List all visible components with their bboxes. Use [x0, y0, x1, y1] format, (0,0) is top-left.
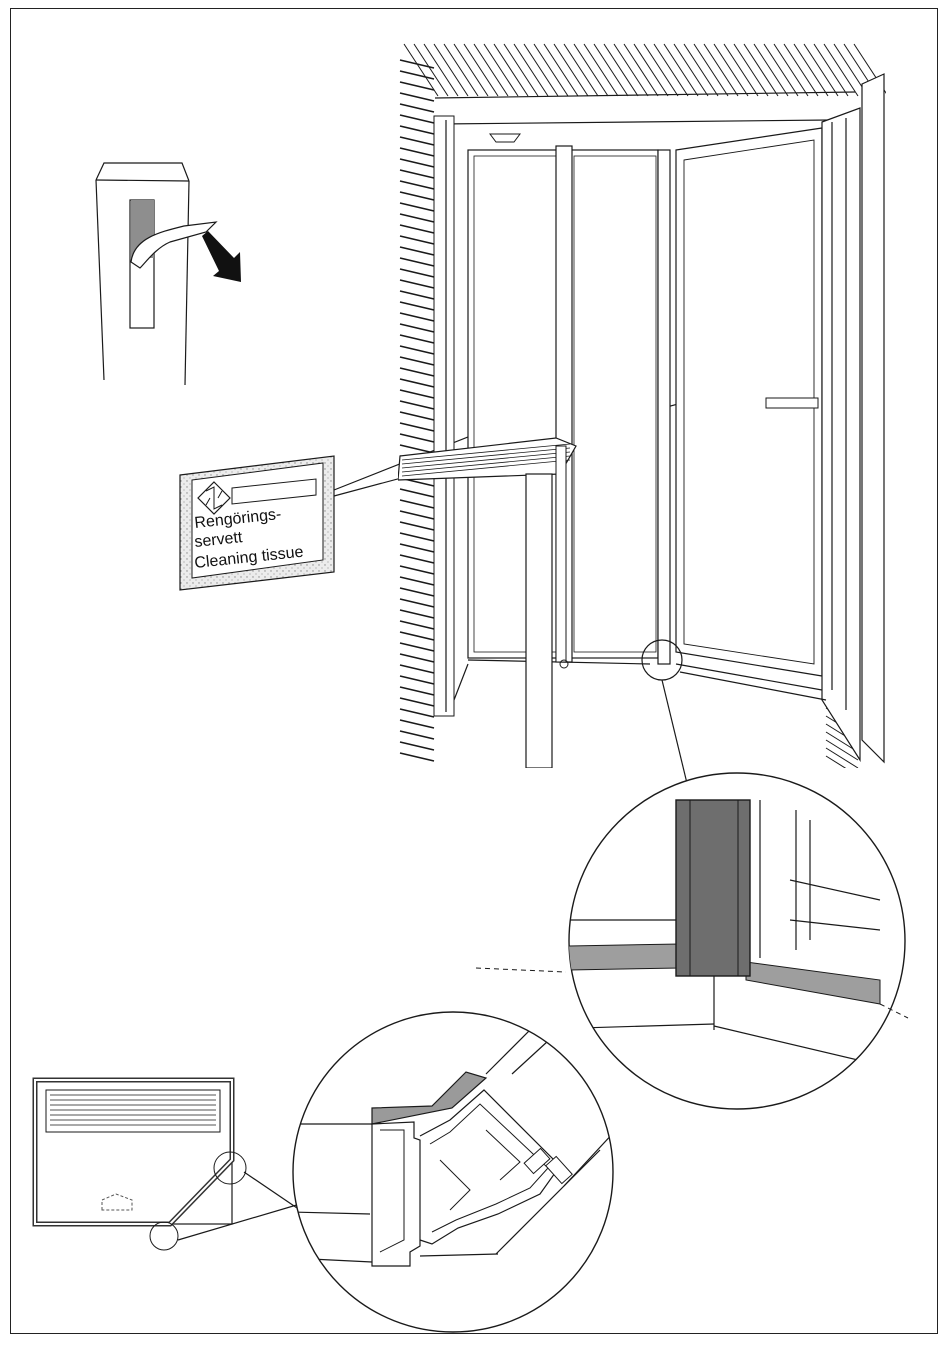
- left-wall-slats: [400, 60, 434, 761]
- profile-detail-circle: [290, 1012, 616, 1332]
- tape-peel-illustration: [96, 163, 241, 385]
- sauna-interior: [398, 44, 888, 776]
- floor-plan: [35, 1080, 300, 1250]
- cleaning-tissue-card: Rengörings- servett Cleaning tissue: [180, 456, 334, 590]
- down-right-arrow-icon: [202, 231, 241, 282]
- ceiling-slats: [404, 44, 888, 96]
